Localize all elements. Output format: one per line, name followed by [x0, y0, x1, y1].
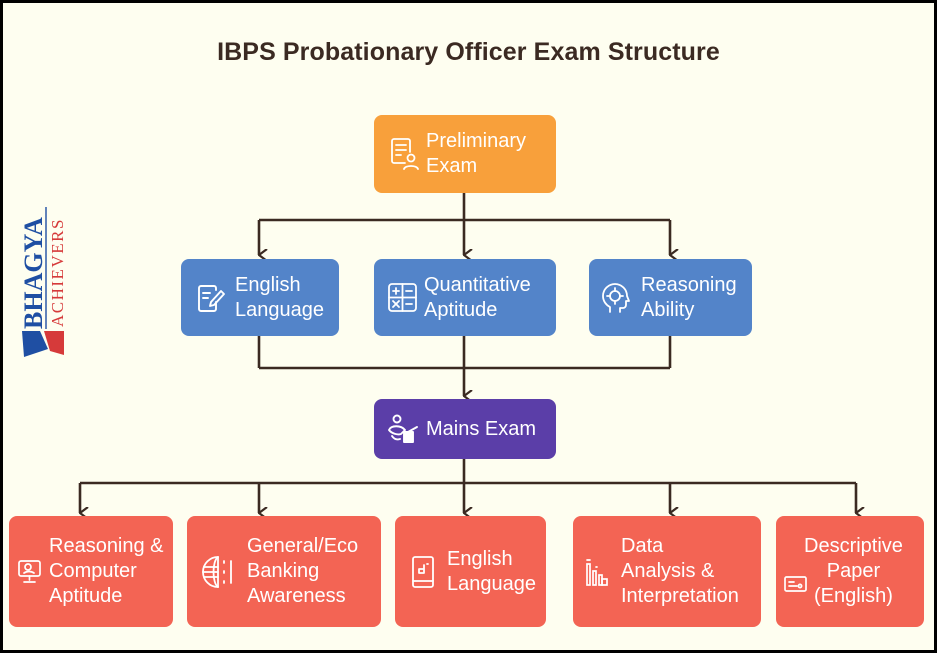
- document-edit-icon: [195, 282, 227, 314]
- mains-reasoning-computer-label: Reasoning & Computer Aptitude: [49, 535, 164, 607]
- mains-data-analysis-label: Data Analysis & Interpretation: [621, 535, 739, 607]
- bhagya-achievers-logo: BHAGYA ACHIEVERS: [18, 205, 70, 357]
- mains-ga-banking-label: General/Eco Banking Awareness: [247, 535, 359, 607]
- logo-mark-blue: [22, 331, 48, 357]
- person-desk-icon: [386, 414, 420, 444]
- mains-exam-node[interactable]: Mains Exam: [374, 399, 556, 459]
- exam-document-person-icon: [388, 137, 420, 171]
- logo-mark-red: [44, 331, 64, 355]
- mains-descriptive-paper-label: Descriptive Paper (English): [804, 535, 903, 607]
- prelims-english-language-label: English Language: [235, 273, 324, 321]
- letter-card-icon: [782, 575, 808, 593]
- book-icon: [411, 555, 435, 589]
- globe-icon: [201, 555, 235, 589]
- brain-head-icon: [601, 282, 631, 314]
- prelims-reasoning-ability-label: Reasoning Ability: [641, 273, 737, 321]
- mains-data-analysis-node[interactable]: Data Analysis & Interpretation: [573, 516, 761, 627]
- logo-brand-bottom: ACHIEVERS: [48, 218, 67, 327]
- preliminary-exam-label: Preliminary Exam: [426, 130, 527, 177]
- mains-ga-banking-node[interactable]: General/Eco Banking Awareness: [187, 516, 381, 627]
- preliminary-exam-node[interactable]: Preliminary Exam: [374, 115, 556, 193]
- logo-brand-top: BHAGYA: [19, 217, 48, 329]
- prelims-reasoning-ability-node[interactable]: Reasoning Ability: [589, 259, 752, 336]
- calculator-icon: [386, 282, 418, 313]
- mains-exam-label: Mains Exam: [426, 417, 537, 440]
- prelims-quantitative-aptitude-label: Quantitative Aptitude: [424, 273, 531, 321]
- mains-descriptive-paper-node[interactable]: Descriptive Paper (English): [776, 516, 924, 627]
- diagram-title: IBPS Probationary Officer Exam Structure: [217, 38, 720, 66]
- prelims-english-language-node[interactable]: English Language: [181, 259, 339, 336]
- mains-english-language-node[interactable]: English Language: [395, 516, 546, 627]
- bar-chart-icon: [585, 557, 609, 587]
- mains-english-language-label: English Language: [447, 547, 536, 595]
- mains-reasoning-computer-node[interactable]: Reasoning & Computer Aptitude: [9, 516, 173, 627]
- prelims-quantitative-aptitude-node[interactable]: Quantitative Aptitude: [374, 259, 556, 336]
- computer-monitor-icon: [16, 559, 42, 584]
